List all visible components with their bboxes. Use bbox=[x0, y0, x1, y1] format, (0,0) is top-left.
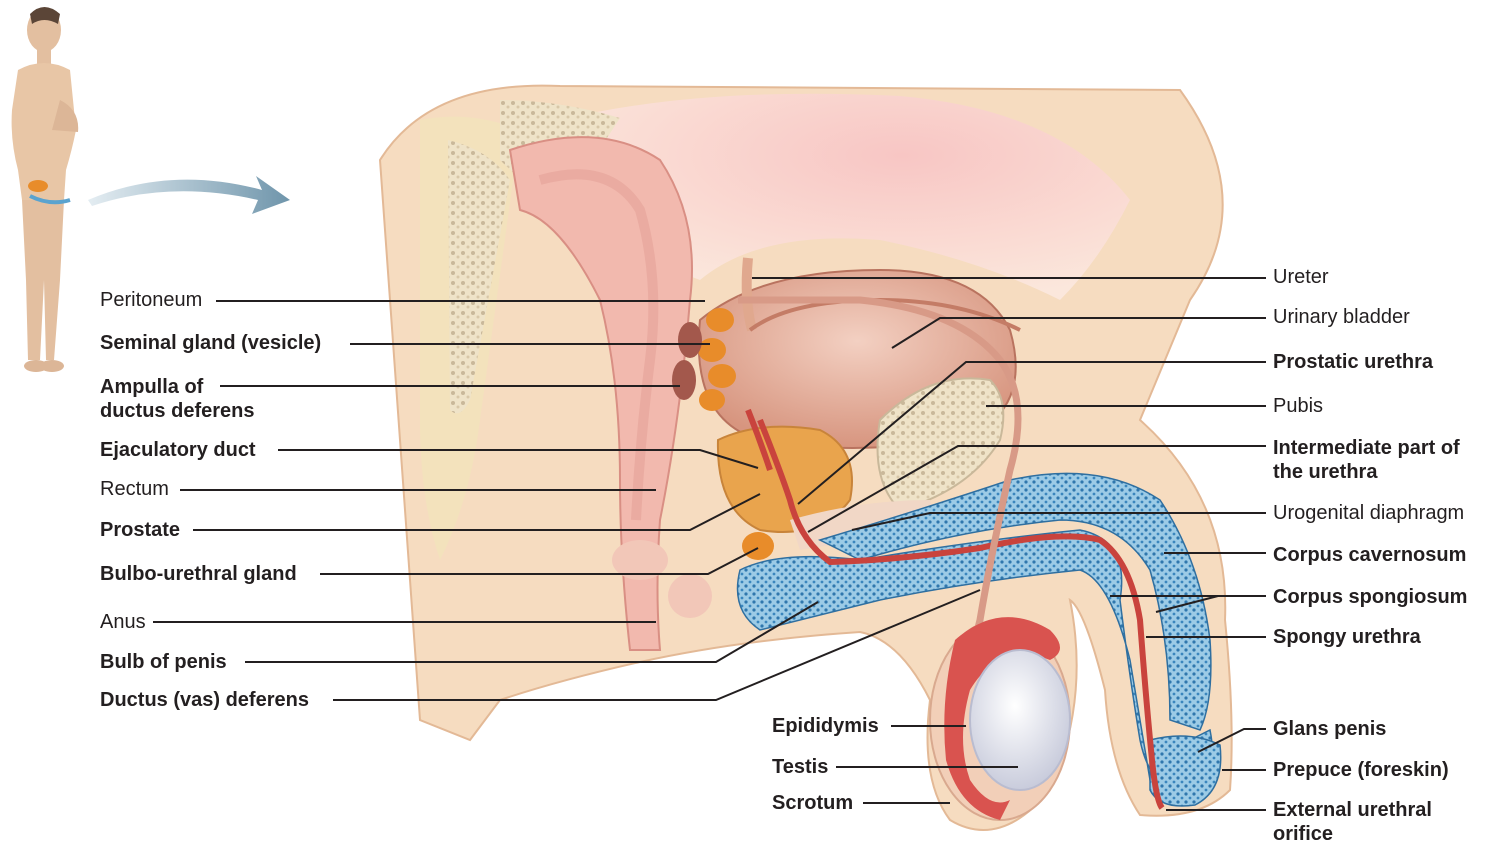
label-glans-penis: Glans penis bbox=[1273, 718, 1387, 740]
label-ampulla-of-ductus-deferens: Ampulla of ductus deferens bbox=[100, 376, 255, 422]
seminal-gland-shape bbox=[672, 308, 736, 411]
label-urinary-bladder: Urinary bladder bbox=[1273, 306, 1410, 328]
label-spongy-urethra: Spongy urethra bbox=[1273, 626, 1421, 648]
pointer-arrow bbox=[88, 176, 290, 214]
label-peritoneum: Peritoneum bbox=[100, 289, 203, 311]
label-corpus-cavernosum: Corpus cavernosum bbox=[1273, 544, 1467, 566]
label-scrotum: Scrotum bbox=[772, 792, 854, 814]
label-prostate: Prostate bbox=[100, 519, 181, 541]
label-external-urethral-orifice: External urethral orifice bbox=[1273, 799, 1432, 845]
label-testis: Testis bbox=[772, 756, 829, 778]
leader-lines bbox=[153, 277, 1266, 811]
label-anus: Anus bbox=[100, 611, 146, 633]
label-pubis: Pubis bbox=[1273, 395, 1324, 417]
human-figure-thumbnail bbox=[11, 7, 79, 372]
label-rectum: Rectum bbox=[100, 478, 169, 500]
label-corpus-spongiosum: Corpus spongiosum bbox=[1273, 586, 1468, 608]
label-prostatic-urethra: Prostatic urethra bbox=[1273, 351, 1434, 373]
label-ejaculatory-duct: Ejaculatory duct bbox=[100, 439, 256, 461]
label-bulbo-urethral-gland: Bulbo-urethral gland bbox=[100, 563, 297, 585]
label-ureter: Ureter bbox=[1273, 266, 1329, 288]
label-epididymis: Epididymis bbox=[772, 715, 879, 737]
label-seminal-gland: Seminal gland (vesicle) bbox=[100, 332, 322, 354]
label-ductus-deferens: Ductus (vas) deferens bbox=[100, 689, 309, 711]
label-urogenital-diaphragm: Urogenital diaphragm bbox=[1273, 502, 1465, 524]
label-intermediate-part-of-urethra: Intermediate part of the urethra bbox=[1273, 437, 1460, 483]
label-bulb-of-penis: Bulb of penis bbox=[100, 651, 227, 673]
label-prepuce: Prepuce (foreskin) bbox=[1273, 759, 1449, 781]
